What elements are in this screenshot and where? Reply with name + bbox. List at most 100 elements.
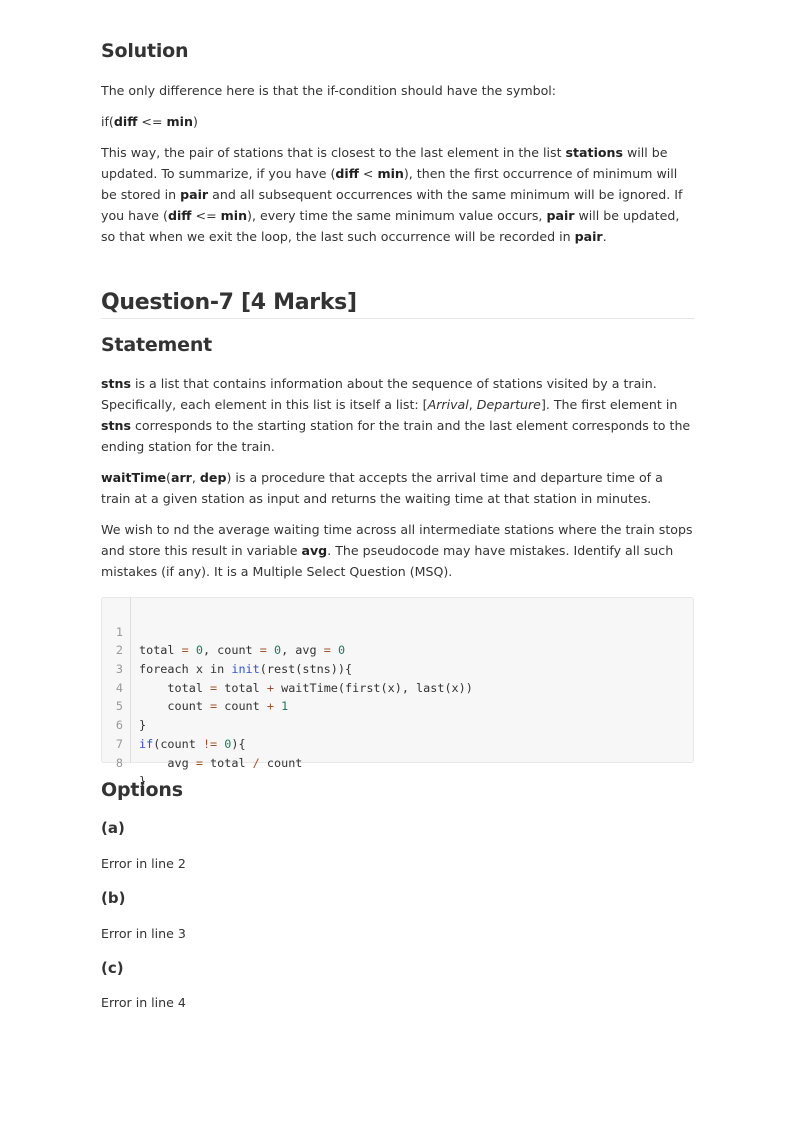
code-line: 8 }	[102, 735, 693, 789]
condition-op: <=	[137, 114, 167, 129]
options-heading: Options	[101, 779, 183, 801]
code-lines: 1 total = 0, count = 0, avg = 0 2 foreac…	[102, 604, 693, 789]
token: (rest(stns)){	[259, 662, 353, 677]
solution-explanation: This way, the pair of stations that is c…	[101, 142, 694, 247]
token: 0	[224, 736, 232, 751]
statement-paragraph-1: stns is a list that contains information…	[101, 373, 694, 457]
token: =	[195, 755, 211, 770]
token: =	[174, 643, 196, 658]
option-c-text: Error in line 4	[101, 995, 186, 1010]
text-run: ), every time the same minimum value occ…	[247, 208, 547, 223]
token: 1	[281, 699, 289, 714]
token: if	[139, 736, 154, 751]
code-text: count = count + 1	[139, 697, 288, 716]
statement-paragraph-2: waitTime(arr, dep) is a procedure that a…	[101, 467, 694, 509]
bold-run: diff	[335, 166, 359, 181]
token: total	[139, 680, 211, 695]
token: +	[266, 680, 282, 695]
text-run: .	[602, 229, 607, 244]
statement-paragraph-3: We wish to nd the average waiting time a…	[101, 519, 694, 582]
token: waitTime(first(x), last(x))	[281, 680, 473, 695]
token: avg	[139, 755, 196, 770]
code-line: 2 foreach x in init(rest(stns)){	[102, 623, 693, 676]
statement-heading: Statement	[101, 334, 213, 356]
bold-run: min	[220, 208, 248, 223]
token: 0	[273, 643, 282, 658]
bold-run: stns	[101, 376, 131, 391]
question-heading: Question-7 [4 Marks]	[101, 290, 357, 315]
line-number: 6	[115, 718, 123, 733]
token: ){	[231, 736, 246, 751]
code-line: 3 total = total + waitTime(first(x), las…	[102, 641, 693, 695]
condition-prefix: if(	[101, 114, 114, 129]
token: count	[266, 755, 303, 770]
option-b-text: Error in line 3	[101, 926, 186, 941]
text-run: . The pseudocode may have mistakes. Iden…	[101, 543, 674, 579]
bold-run: arr	[170, 470, 192, 485]
bold-run: pair	[546, 208, 575, 223]
code-line: 5 }	[102, 679, 693, 732]
solution-condition: if(diff <= min)	[101, 111, 694, 132]
token: }	[139, 718, 147, 733]
line-number: 4	[115, 680, 123, 695]
text-run: ]. The first element in	[540, 397, 678, 412]
token: total	[224, 680, 267, 695]
text-run: and all subsequent occurrences with the …	[101, 187, 683, 223]
text-run: ,	[191, 470, 200, 485]
condition-suffix: )	[192, 114, 198, 129]
code-text: if(count != 0){	[139, 735, 246, 754]
token: count	[224, 699, 267, 714]
bold-run: diff	[167, 208, 192, 223]
heading-divider	[101, 318, 694, 319]
option-b-label: (b)	[101, 889, 126, 907]
italic-run: Arrival	[427, 397, 469, 412]
line-number: 5	[115, 699, 123, 714]
token: =	[323, 643, 338, 658]
line-number: 2	[115, 643, 123, 658]
token: total	[210, 755, 253, 770]
text-run: (	[166, 470, 171, 485]
text-run: <=	[191, 208, 221, 223]
token: =	[210, 680, 225, 695]
text-run: corresponds to the starting station for …	[101, 418, 691, 454]
text-run: This way, the pair of stations that is c…	[101, 145, 566, 160]
text-run: will be updated. To summarize, if you ha…	[101, 145, 668, 181]
code-text: }	[139, 772, 146, 791]
bold-run: pair	[180, 187, 209, 202]
code-text: }	[139, 716, 146, 735]
text-run: <	[358, 166, 378, 181]
code-line: 7 avg = total / count	[102, 716, 693, 770]
condition-diff: diff	[113, 114, 138, 129]
code-text: total = 0, count = 0, avg = 0	[139, 641, 345, 660]
token: }	[139, 774, 147, 789]
text-run: ), then the first occurrence of minimum …	[101, 166, 678, 202]
code-text: foreach x in init(rest(stns)){	[139, 660, 352, 679]
token: init	[231, 662, 260, 677]
token: , avg	[281, 643, 324, 658]
code-text: avg = total / count	[139, 754, 302, 773]
line-number: 7	[115, 736, 123, 751]
line-number: 1	[115, 624, 123, 639]
text-run: ) is a procedure that accepts the arriva…	[101, 470, 663, 506]
token: =	[210, 699, 225, 714]
option-a-label: (a)	[101, 819, 125, 837]
code-gutter	[130, 598, 131, 762]
token: !=	[202, 736, 225, 751]
token: 0	[195, 643, 203, 658]
option-a-text: Error in line 2	[101, 856, 186, 871]
bold-run: stations	[565, 145, 623, 160]
bold-run: dep	[199, 470, 227, 485]
token: total	[139, 643, 175, 658]
code-line: 4 count = count + 1	[102, 660, 693, 714]
code-line: 6 if(count != 0){	[102, 697, 693, 751]
token: count	[139, 699, 211, 714]
condition-min: min	[166, 114, 193, 129]
token: +	[266, 699, 282, 714]
bold-run: stns	[101, 418, 131, 433]
token: 0	[337, 643, 346, 658]
solution-heading: Solution	[101, 40, 189, 62]
token: /	[252, 755, 267, 770]
token: =	[259, 643, 274, 658]
text-run: is a list that contains information abou…	[101, 376, 657, 412]
token: , count	[202, 643, 260, 658]
